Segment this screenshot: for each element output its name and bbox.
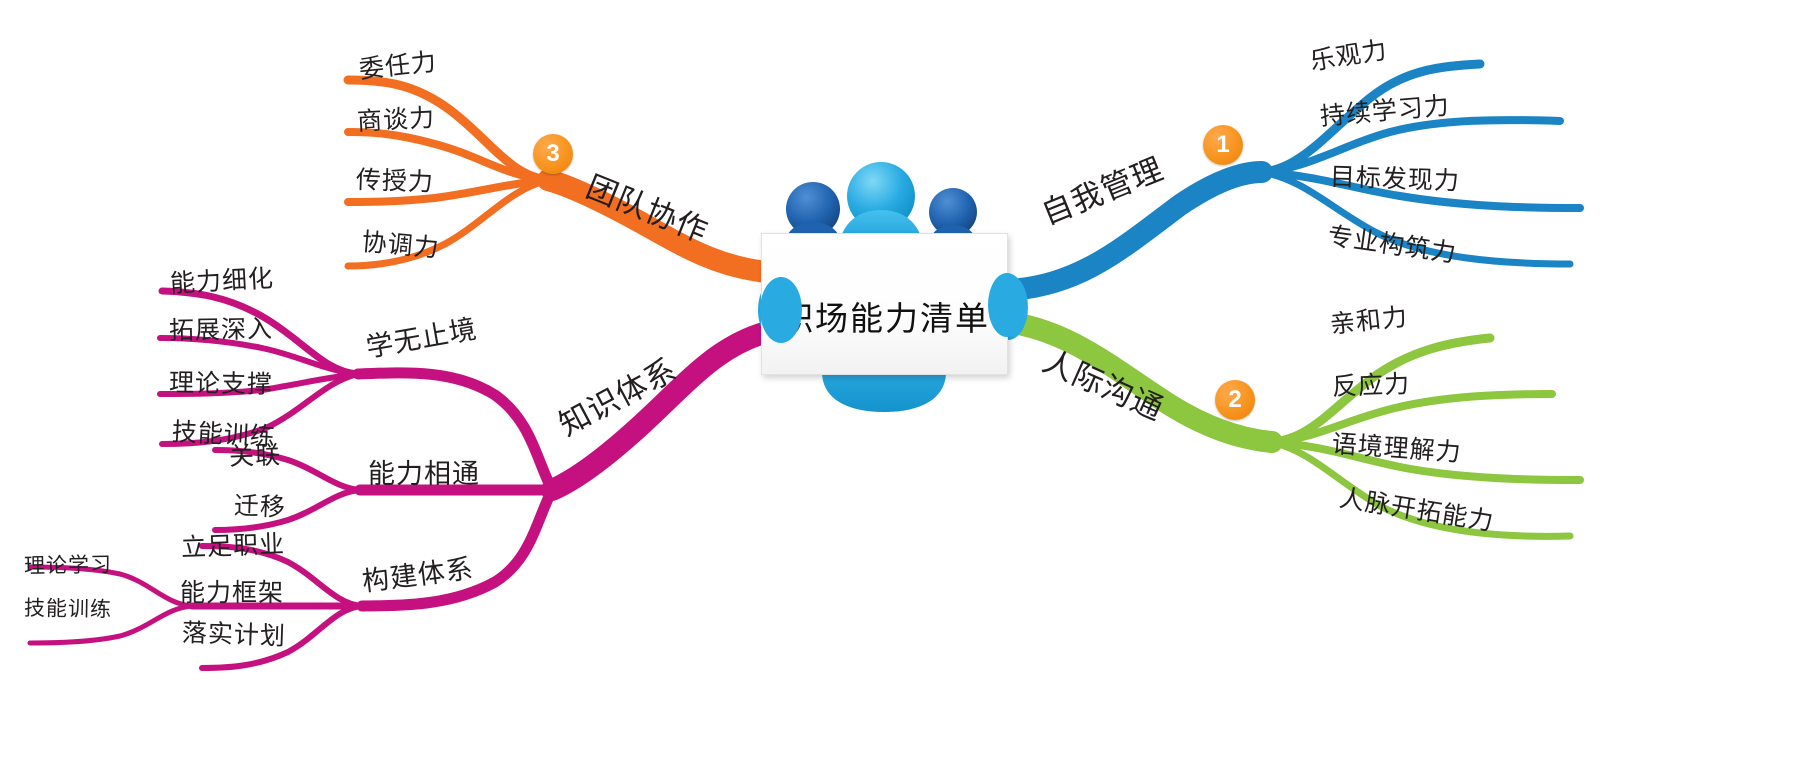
leaf-self-management-3[interactable]: 目标发现力: [1329, 164, 1461, 196]
badge-branch-3[interactable]: 3: [533, 134, 573, 174]
badge-branch-2[interactable]: 2: [1215, 380, 1255, 420]
leaf-ability-connection-1[interactable]: 关联: [228, 442, 282, 471]
leaf-team-2[interactable]: 商谈力: [356, 104, 436, 136]
sub-label-ability-connection[interactable]: 能力相通: [368, 459, 480, 489]
leaf-build-system-3[interactable]: 落实计划: [181, 620, 287, 651]
leaf-build-system-1[interactable]: 立足职业: [180, 531, 286, 562]
leaf-ability-connection-2[interactable]: 迁移: [233, 493, 287, 522]
branch-self-management-lines: [999, 59, 1584, 301]
leaf-endless-learning-3[interactable]: 理论支撑: [168, 370, 274, 399]
leaf-build-system-grandchild-1[interactable]: 理论学习: [23, 552, 113, 578]
leaf-interpersonal-2[interactable]: 反应力: [1331, 371, 1411, 401]
leaf-endless-learning-2[interactable]: 拓展深入: [168, 316, 274, 345]
leaf-team-4[interactable]: 协调力: [360, 229, 441, 263]
center-node-card[interactable]: [761, 233, 1008, 375]
leaf-build-system-2[interactable]: 能力框架: [180, 580, 285, 607]
branch-team-lines: [343, 75, 786, 284]
branch-knowledge-lines: [27, 287, 786, 671]
leaf-team-3[interactable]: 传授力: [355, 167, 435, 197]
leaf-build-system-grandchild-2[interactable]: 技能训练: [23, 596, 113, 622]
badge-branch-1[interactable]: 1: [1203, 125, 1243, 165]
leaf-endless-learning-1[interactable]: 能力细化: [169, 265, 275, 298]
center-node-title: 职场能力清单: [780, 302, 990, 338]
branch-interpersonal-lines: [995, 311, 1584, 540]
